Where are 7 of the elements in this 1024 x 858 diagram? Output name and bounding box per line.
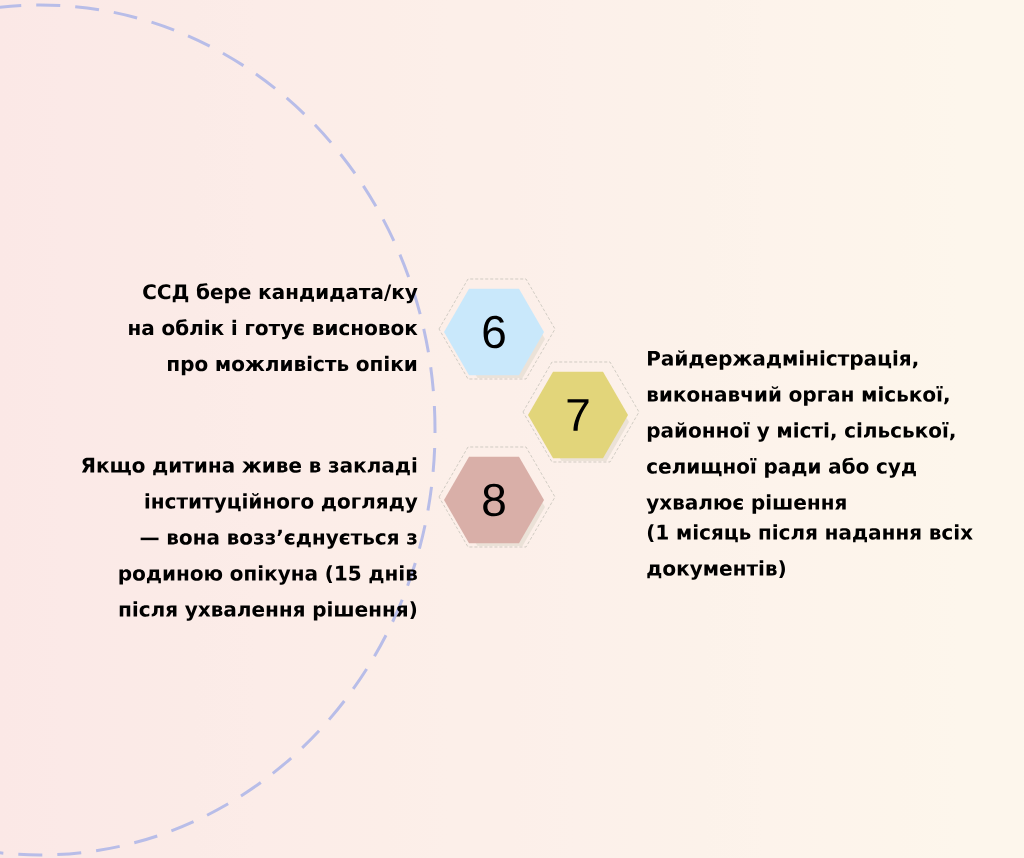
number-hexagon: 8 [444,456,544,544]
number-hexagon: 6 [444,288,544,376]
step-description: Райдержадміністрація, виконавчий орган міської, районної у місті, сільської, селищної ради або суд ухвалює рішення [646,350,955,514]
number-hexagon: 7 [528,371,628,459]
step-description: ССД бере кандидата/ку на облік і готує висновок про можливість опіки [129,283,418,376]
step-description: (1 місяць після надання всіх документів) [647,524,973,580]
step-description: Якщо дитина живе в закладі інституційного догляду — вона возз’єднується з родиною опікуна (15 днів після ухвалення рішення) [81,457,418,621]
